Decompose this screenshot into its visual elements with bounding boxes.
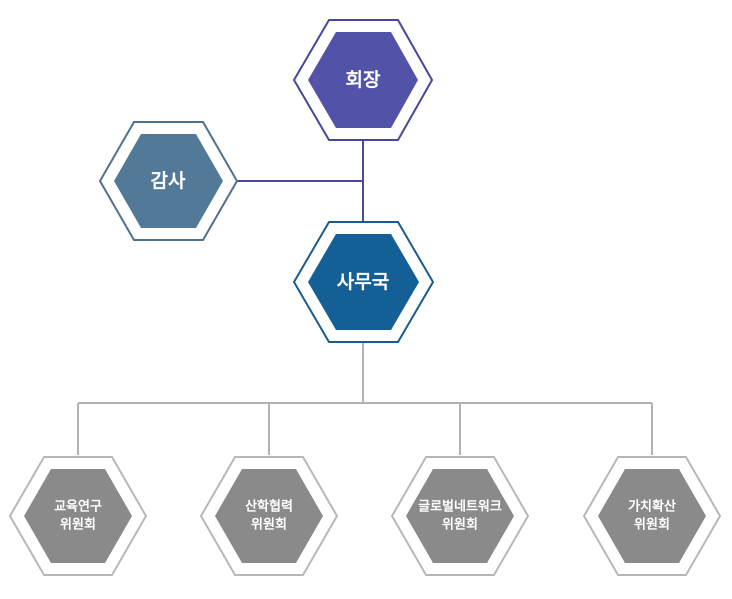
secretariat-hex-fill — [308, 234, 419, 330]
committee-1-label-line1: 교육연구 — [54, 499, 102, 515]
auditor-label: 감사 — [151, 170, 186, 192]
auditor-node: 감사 — [98, 121, 239, 241]
committee-4-label-line2: 위원회 — [634, 517, 670, 533]
committee-node-global-network: 글로벌네트워크 위원회 — [390, 456, 530, 576]
committee-3-label-line2: 위원회 — [442, 517, 478, 533]
secretariat-label: 사무국 — [337, 271, 389, 293]
committee-3-hex-fill — [406, 469, 514, 563]
committee-node-industry-academia: 산학협력 위원회 — [199, 456, 339, 576]
committee-1-label-line2: 위원회 — [60, 517, 96, 533]
committee-node-education-research: 교육연구 위원회 — [8, 456, 148, 576]
committee-1-hex-fill — [24, 469, 132, 563]
committee-2-label-line2: 위원회 — [251, 517, 287, 533]
committee-node-value-spread: 가치확산 위원회 — [582, 456, 722, 576]
auditor-hex-fill — [114, 134, 223, 228]
committee-4-hex-fill — [598, 469, 706, 563]
chairman-node: 회장 — [292, 19, 434, 141]
chairman-label: 회장 — [346, 69, 381, 91]
secretariat-node: 사무국 — [292, 221, 435, 343]
committee-2-label-line1: 산학협력 — [245, 499, 293, 515]
chairman-hex-fill — [308, 32, 418, 128]
committee-3-label-line1: 글로벌네트워크 — [418, 499, 502, 515]
committee-2-hex-fill — [215, 469, 323, 563]
committee-4-label-line1: 가치확산 — [628, 499, 676, 515]
